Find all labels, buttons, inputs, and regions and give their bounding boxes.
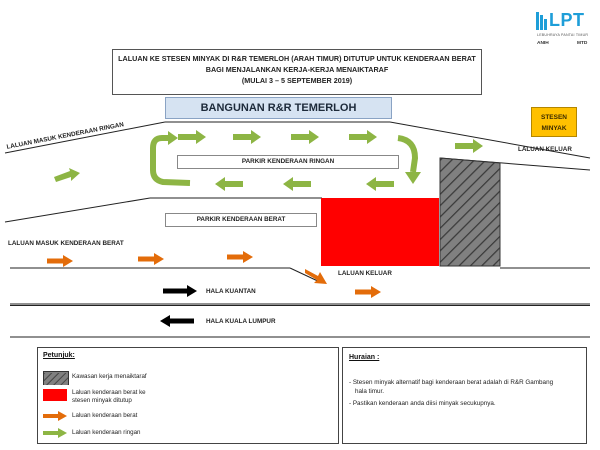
logo: LPT LEBUHRAYA PANTAI TIMUR ANIH MTD	[533, 8, 593, 58]
direction-kuantan-label: HALA KUANTAN	[206, 288, 256, 295]
building-label: BANGUNAN R&R TEMERLOH	[165, 97, 392, 119]
legend-swatch-closed	[43, 389, 67, 401]
notice-line-1: LALUAN KE STESEN MINYAK DI R&R TEMERLOH …	[118, 54, 476, 63]
light-arrow-loop-end	[405, 172, 421, 184]
light-arrow-3	[291, 130, 319, 144]
light-parking-label: PARKIR KENDERAAN RINGAN	[177, 155, 399, 169]
exit-top-label: LALUAN KELUAR	[518, 146, 572, 153]
heavy-arrow-4	[355, 286, 381, 298]
legend-title: Petunjuk:	[43, 352, 75, 359]
road-edge-upper-left	[4, 121, 166, 154]
legend-arrow-heavy-icon	[43, 411, 67, 421]
legend-swatch-work-zone	[43, 371, 69, 385]
description-point-2: - Pastikan kenderaan anda diisi minyak s…	[349, 400, 496, 407]
description-title: Huraian :	[349, 354, 380, 361]
light-arrow-return-1	[366, 177, 394, 191]
light-arrow-loop-start	[168, 131, 178, 145]
logo-right-mark: MTD	[577, 41, 588, 46]
legend-label-heavy: Laluan kenderaan berat	[72, 412, 138, 419]
station-text: STESEN MINYAK	[540, 114, 567, 132]
heavy-arrow-2	[138, 253, 164, 265]
road-edge-mid-left	[4, 197, 151, 223]
heavy-arrow-1	[47, 255, 73, 267]
light-arrow-entry	[54, 168, 80, 182]
station-label: STESEN MINYAK	[531, 107, 577, 137]
logo-name: LPT	[549, 10, 585, 30]
legend-label-work-zone: Kawasan kerja menaiktaraf	[72, 373, 147, 380]
description-point-1a: - Stesen minyak alternatif bagi kenderaa…	[349, 379, 554, 386]
light-arrow-return-3	[215, 177, 243, 191]
direction-kl-label: HALA KUALA LUMPUR	[206, 318, 276, 325]
highway-arrow-kuantan	[163, 285, 197, 297]
notice-line-2: BAGI MENJALANKAN KERJA-KERJA MENAIKTARAF	[205, 65, 389, 74]
legend-arrow-light-icon	[43, 428, 67, 438]
light-arrow-exit	[455, 139, 483, 153]
light-vehicle-loop	[150, 135, 419, 186]
road-edge-upper-right	[389, 121, 591, 159]
light-arrow-1	[178, 130, 206, 144]
exit-bottom-label: LALUAN KELUAR	[338, 270, 392, 277]
lpt-logo-icon	[536, 12, 547, 30]
light-arrow-4	[349, 130, 377, 144]
logo-tagline: LEBUHRAYA PANTAI TIMUR	[537, 33, 589, 37]
description: Huraian : - Stesen minyak alternatif bag…	[342, 347, 587, 444]
light-arrow-2	[233, 130, 261, 144]
logo-left-mark: ANIH	[537, 41, 549, 46]
heavy-arrow-exit-ramp	[305, 269, 327, 284]
highway-arrow-kl	[160, 315, 194, 327]
notice-line-3: (MULAI 3 – 5 SEPTEMBER 2019)	[241, 76, 353, 85]
legend: Petunjuk: Kawasan kerja menaiktaraf Lalu…	[37, 347, 339, 444]
hatch-icon	[44, 373, 68, 385]
light-arrow-return-2	[283, 177, 311, 191]
heavy-arrow-3	[227, 251, 253, 263]
notice-title-box: LALUAN KE STESEN MINYAK DI R&R TEMERLOH …	[112, 49, 482, 95]
legend-label-closed: Laluan kenderaan berat ke stesen minyak …	[72, 389, 146, 404]
legend-label-light: Laluan kenderaan ringan	[72, 429, 141, 436]
closed-route-area	[321, 198, 439, 266]
description-point-1b: hala timur.	[355, 388, 385, 395]
site-map	[4, 121, 591, 338]
heavy-entry-label: LALUAN MASUK KENDERAAN BERAT	[8, 240, 124, 247]
heavy-parking-label: PARKIR KENDERAAN BERAT	[165, 213, 317, 227]
work-zone-area	[439, 157, 501, 267]
